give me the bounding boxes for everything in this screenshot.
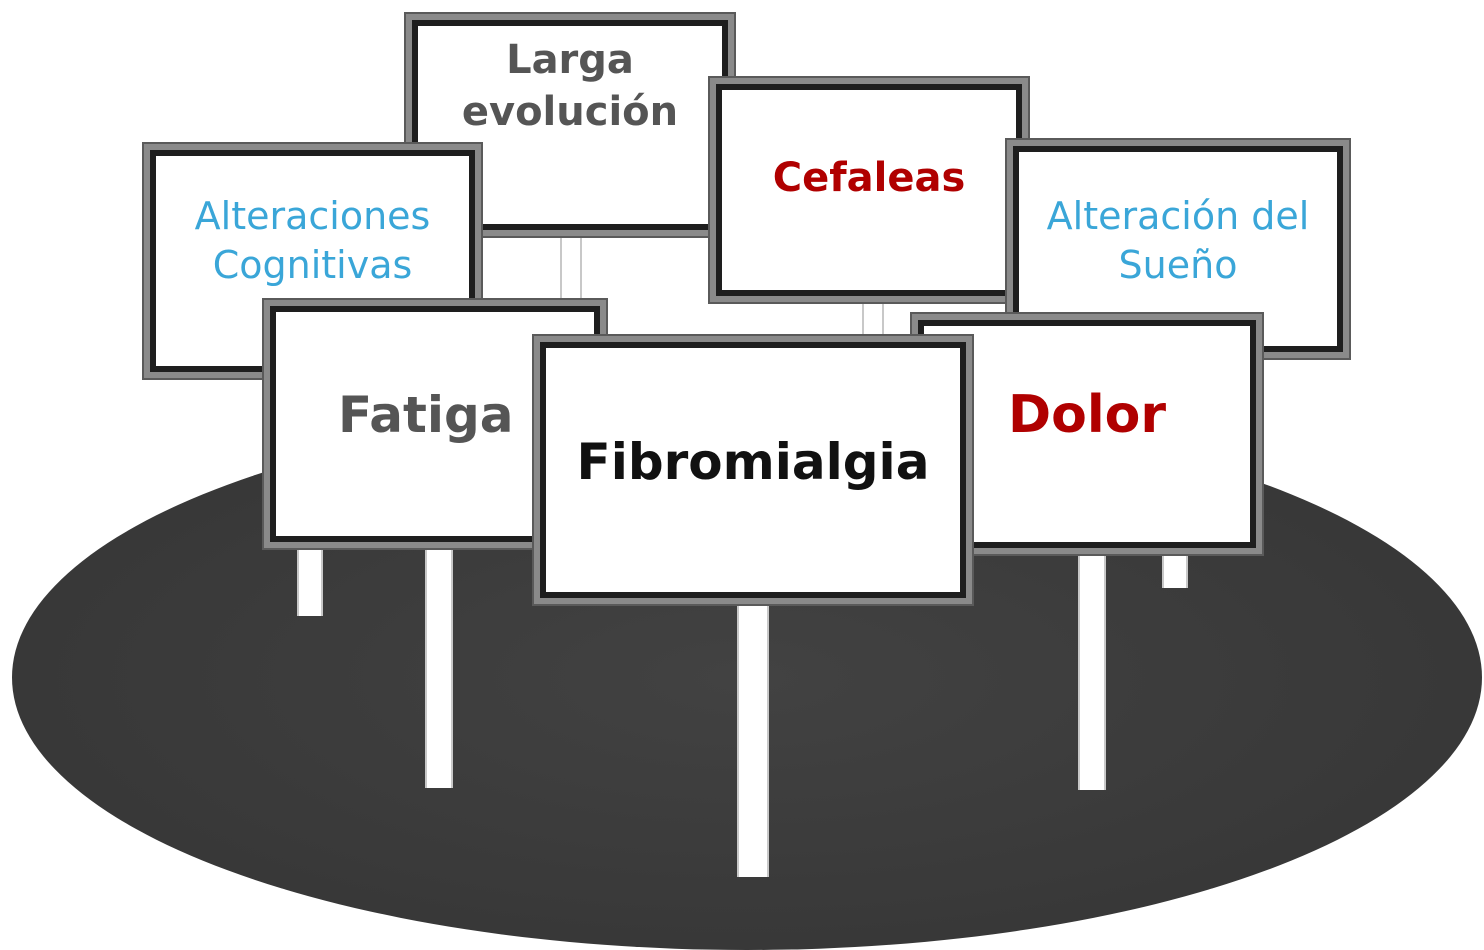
post-larga <box>560 225 582 305</box>
sign-alteracion-sueno: Alteración del Sueño <box>1013 146 1343 352</box>
sign-fatiga-label: Fatiga <box>338 385 514 444</box>
sign-alteraciones-cognitivas-label: Alteraciones Cognitivas <box>194 194 431 288</box>
post-fatiga-right <box>425 530 453 788</box>
post-cefaleas <box>862 290 884 340</box>
post-dolor-left <box>1078 540 1106 790</box>
sign-dolor: Dolor <box>918 320 1256 548</box>
sign-dolor-label: Dolor <box>1007 385 1167 446</box>
sign-fibromialgia-label: Fibromialgia <box>576 432 930 491</box>
sign-cefaleas: Cefaleas <box>716 84 1022 296</box>
post-dolor-right <box>1162 540 1188 588</box>
post-fibromialgia <box>737 595 769 877</box>
sign-fibromialgia: Fibromialgia <box>540 342 966 598</box>
sign-alteracion-sueno-label: Alteración del Sueño <box>1046 194 1310 288</box>
sign-cefaleas-label: Cefaleas <box>772 155 966 201</box>
post-fatiga-left <box>297 530 323 616</box>
sign-larga-evolucion-label: Larga evolución <box>461 37 679 135</box>
